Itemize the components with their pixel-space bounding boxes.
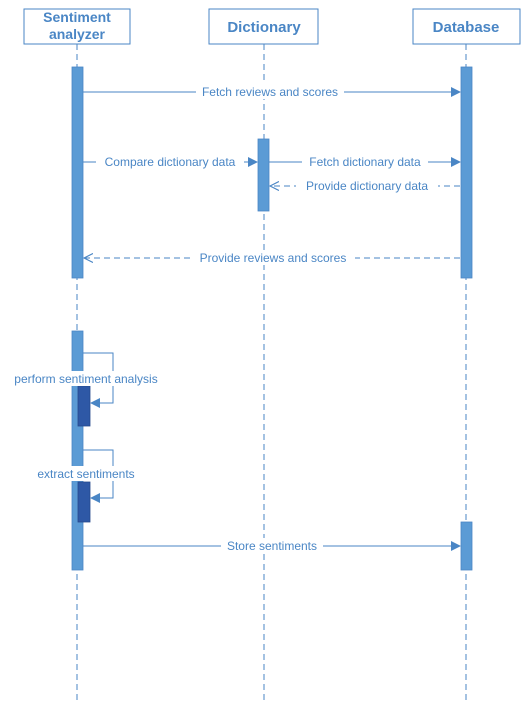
message-perform-analysis: perform sentiment analysis xyxy=(6,352,166,408)
participant-database: Database xyxy=(412,8,521,45)
message-extract-sentiments: extract sentiments xyxy=(31,449,142,503)
participant-analyzer-label-line1: Sentiment xyxy=(43,9,111,25)
participant-analyzer-label-line2: analyzer xyxy=(49,26,106,42)
message-perform-analysis-label: perform sentiment analysis xyxy=(14,372,157,386)
message-provide-reviews-label: Provide reviews and scores xyxy=(200,251,347,265)
message-store-sentiments: Store sentiments xyxy=(83,538,461,553)
activation-analyzer-2 xyxy=(71,330,84,571)
message-extract-sentiments-label: extract sentiments xyxy=(37,467,134,481)
participant-database-label: Database xyxy=(433,19,500,36)
message-fetch-reviews: Fetch reviews and scores xyxy=(83,84,461,99)
participant-dictionary-label: Dictionary xyxy=(227,19,301,36)
activation-analyzer-nested-2 xyxy=(77,481,91,523)
activation-dictionary-1 xyxy=(257,138,270,212)
participant-analyzer: Sentiment analyzer xyxy=(23,8,131,45)
activation-database-2 xyxy=(460,521,473,571)
message-provide-dictionary-label: Provide dictionary data xyxy=(306,179,428,193)
message-fetch-dictionary-label: Fetch dictionary data xyxy=(309,155,421,169)
message-fetch-reviews-label: Fetch reviews and scores xyxy=(202,85,338,99)
message-fetch-dictionary: Fetch dictionary data xyxy=(269,154,461,169)
activation-analyzer-1 xyxy=(71,66,84,279)
activation-analyzer-nested-1 xyxy=(77,385,91,427)
message-provide-reviews: Provide reviews and scores xyxy=(84,250,460,265)
message-compare-dictionary: Compare dictionary data xyxy=(83,154,258,169)
message-store-sentiments-label: Store sentiments xyxy=(227,539,317,553)
participant-dictionary: Dictionary xyxy=(208,8,319,45)
message-provide-dictionary: Provide dictionary data xyxy=(270,178,460,193)
activation-database-1 xyxy=(460,66,473,279)
message-compare-dictionary-label: Compare dictionary data xyxy=(105,155,236,169)
